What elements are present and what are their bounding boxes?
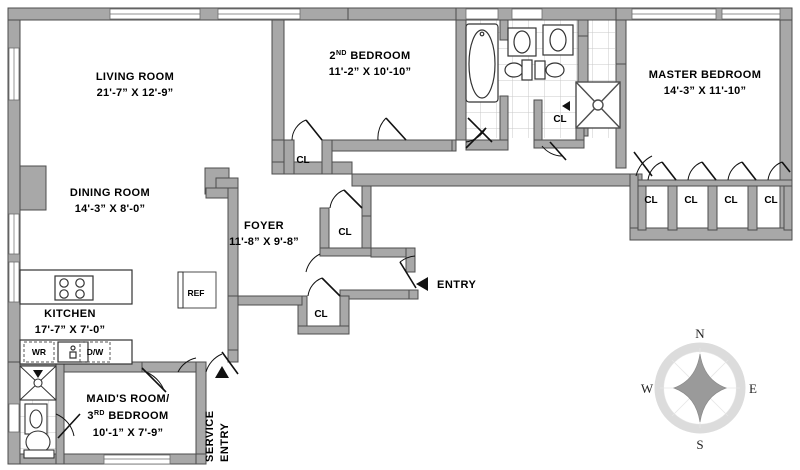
washer-label: WR — [32, 347, 46, 357]
closet-master-3: CL — [724, 195, 737, 206]
label-foyer: FOYER — [244, 220, 284, 232]
door-swings — [55, 117, 791, 439]
toilet-icon — [504, 62, 524, 78]
closet-master-4: CL — [764, 195, 777, 206]
label-living-room: LIVING ROOM — [96, 71, 174, 83]
dim-maids-room: 10'-1” X 7'-9” — [93, 427, 163, 439]
closet-foyer-south: CL — [314, 309, 327, 320]
closet-master-2: CL — [684, 195, 697, 206]
label-maids-room-line1: MAID'S ROOM/ — [86, 393, 169, 405]
service-entry-label-line2: ENTRY — [219, 422, 231, 462]
label-dining-room: DINING ROOM — [70, 187, 150, 199]
appliance-boxes — [23, 341, 111, 363]
service-entry-label-line1: SERVICE — [204, 410, 216, 462]
dim-second-bedroom: 11'-2” X 10'-10” — [329, 66, 411, 78]
dishwasher-label: D/W — [87, 347, 105, 357]
compass-rose: N E S W — [641, 326, 757, 452]
label-master-bedroom: MASTER BEDROOM — [649, 69, 762, 81]
entry-arrow-icon — [416, 277, 428, 291]
label-second-bedroom: 2ND BEDROOM — [329, 50, 410, 62]
compass-west: W — [641, 381, 654, 396]
appliance-labels: REF WR D/W — [32, 288, 205, 357]
closet-foyer-north: CL — [338, 227, 351, 238]
dim-kitchen: 17'-7” X 7'-0” — [35, 324, 105, 336]
label-maids-room-line2: 3RD BEDROOM — [87, 410, 168, 422]
refrigerator-label: REF — [188, 288, 205, 298]
service-entry-arrow-icon — [215, 366, 229, 378]
compass-north: N — [695, 326, 705, 341]
closet-hall-bath: CL — [553, 114, 566, 125]
room-labels: LIVING ROOM 21'-7” X 12'-9” DINING ROOM … — [35, 50, 761, 439]
label-kitchen: KITCHEN — [44, 308, 96, 320]
toilet-icon — [545, 62, 565, 78]
windows — [8, 8, 781, 465]
closet-master-1: CL — [644, 195, 657, 206]
entry-markers: ENTRY SERVICE ENTRY — [204, 277, 477, 462]
maids-bath-fixtures — [19, 365, 57, 459]
bathroom-fixtures — [465, 23, 574, 103]
closet-2nd-bedroom: CL — [296, 155, 309, 166]
closet-labels: CL CL CL CL CL CL CL CL — [296, 114, 777, 320]
main-entry-label: ENTRY — [437, 279, 477, 291]
compass-star-icon — [672, 353, 728, 423]
dim-master-bedroom: 14'-3” X 11'-10” — [664, 85, 746, 97]
dim-dining-room: 14'-3” X 8'-0” — [75, 203, 145, 215]
dim-living-room: 21'-7” X 12'-9” — [97, 87, 174, 99]
compass-east: E — [749, 381, 757, 396]
dim-foyer: 11'-8” X 9'-8” — [229, 236, 299, 248]
compass-south: S — [696, 437, 703, 452]
